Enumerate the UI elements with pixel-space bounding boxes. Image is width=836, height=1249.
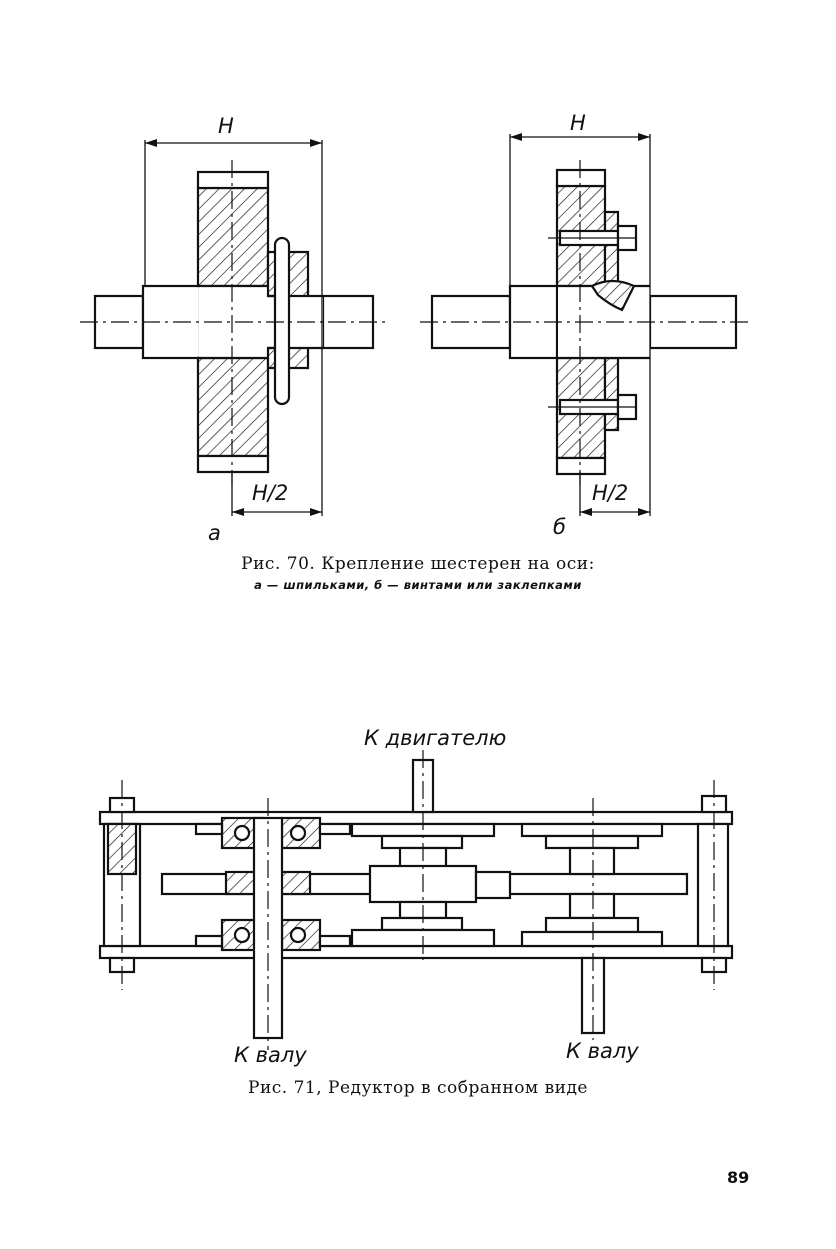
fig70a-dim-half: H/2 [252, 481, 288, 505]
fig70b-dim-half: H/2 [592, 481, 628, 505]
gear-screw-mounting-view-b [420, 133, 748, 516]
top-plate [98, 810, 734, 826]
figure-71-caption: Рис. 71, Редуктор в собранном виде [248, 1078, 588, 1098]
fig70a-dim-h: H [218, 114, 234, 138]
gear-reducer-assembly [98, 750, 734, 1050]
figure-70-caption: Рис. 70. Крепление шестерен на оси: [241, 554, 595, 574]
fig70-view-a-label: а [208, 521, 221, 545]
gear-pin-mounting-view-a [80, 139, 390, 516]
bottom-plate [98, 944, 734, 960]
label-to-motor: К двигателю [364, 726, 506, 750]
page-number: 89 [727, 1168, 750, 1187]
fig70-view-b-label: б [553, 515, 566, 539]
figure-70-subcaption: а — шпильками, б — винтами или заклепкам… [254, 578, 582, 592]
label-to-shaft-right: К валу [566, 1039, 639, 1063]
fig70b-dim-h: H [570, 111, 586, 135]
label-to-shaft-left: К валу [234, 1043, 307, 1067]
